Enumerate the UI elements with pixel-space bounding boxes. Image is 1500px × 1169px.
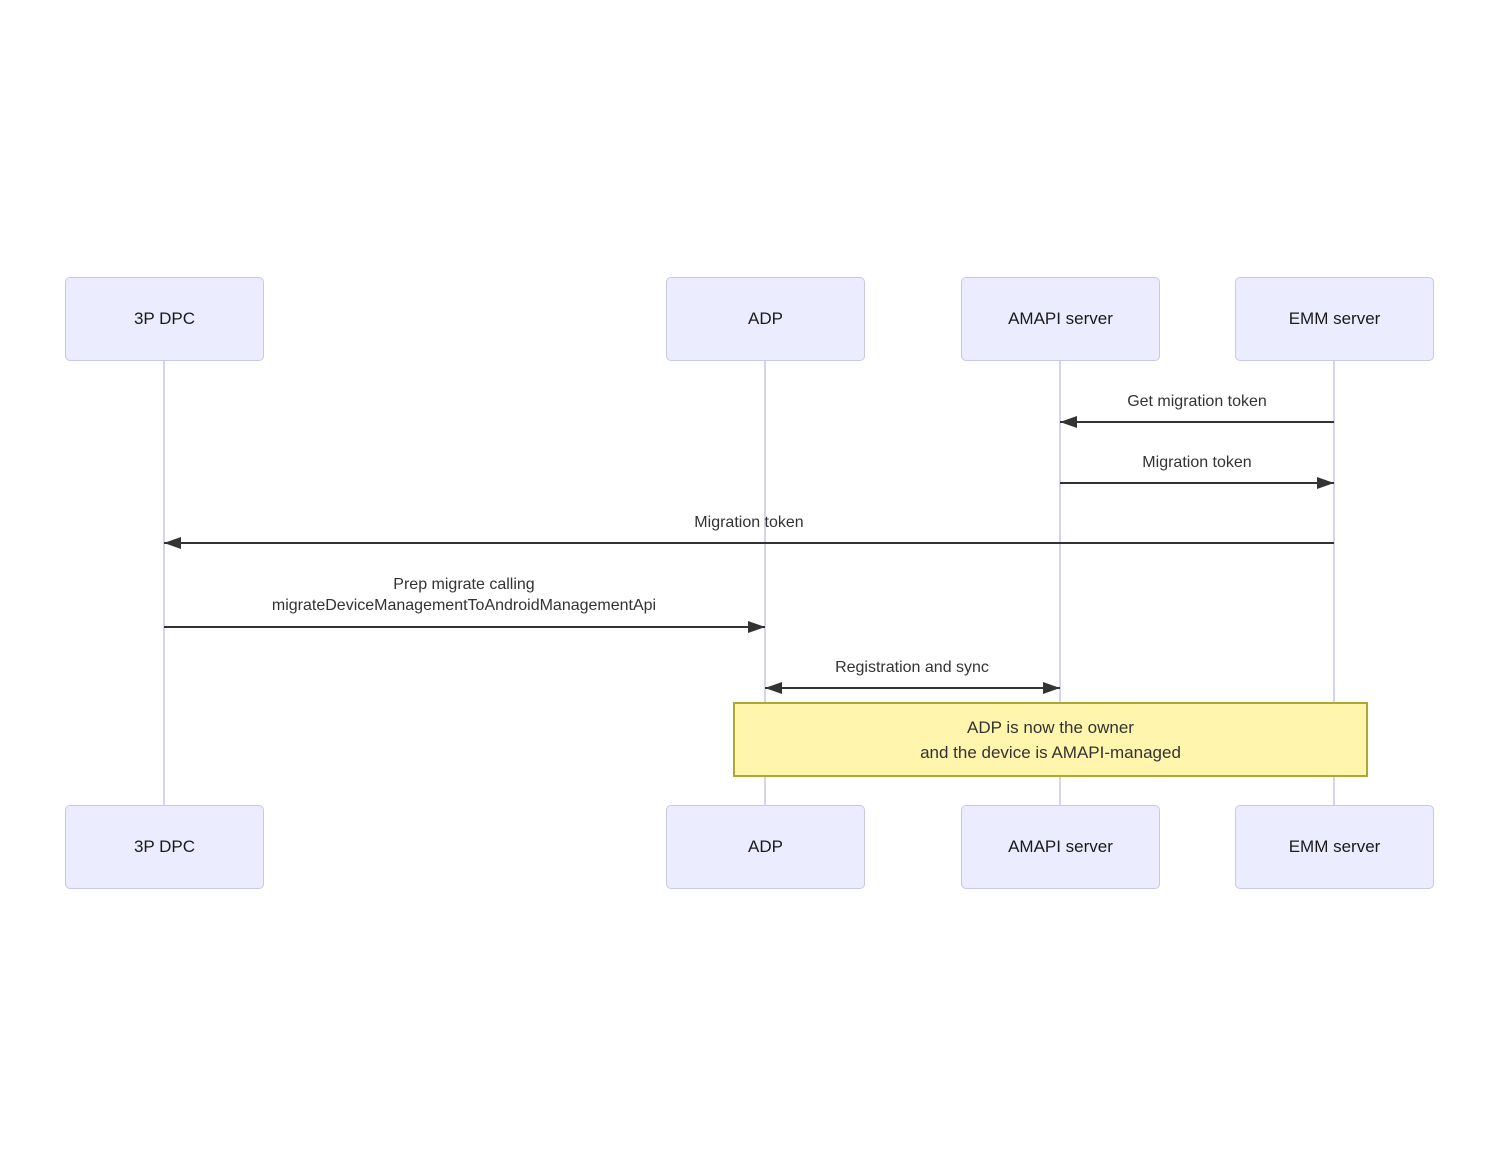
label-get-migration-token: Get migration token bbox=[1127, 393, 1267, 410]
actor-label: ADP bbox=[748, 309, 783, 328]
arrow-registration-and-sync bbox=[765, 682, 1060, 694]
actor-label: AMAPI server bbox=[1008, 837, 1113, 856]
label-migration-token-to-3p-dpc: Migration token bbox=[694, 514, 804, 531]
label-registration-and-sync: Registration and sync bbox=[835, 659, 989, 676]
actor-top-adp: ADP bbox=[666, 277, 865, 361]
actor-bottom-3p-dpc: 3P DPC bbox=[65, 805, 264, 889]
actor-label: EMM server bbox=[1288, 837, 1381, 856]
actor-top-3p-dpc: 3P DPC bbox=[65, 277, 264, 361]
arrow-migration-token-to-3p-dpc bbox=[164, 537, 1334, 549]
actor-label: 3P DPC bbox=[133, 837, 196, 856]
actor-label: AMAPI server bbox=[1008, 309, 1113, 328]
arrow-migration-token-to-emm bbox=[1060, 477, 1334, 489]
lifeline-3p-dpc bbox=[163, 361, 165, 805]
actor-label: EMM server bbox=[1288, 309, 1381, 328]
actor-bottom-amapi-server: AMAPI server bbox=[961, 805, 1160, 889]
lifeline-adp bbox=[764, 361, 766, 805]
actor-label: 3P DPC bbox=[133, 309, 196, 328]
arrow-prep-migrate bbox=[164, 621, 765, 633]
actor-bottom-adp: ADP bbox=[666, 805, 865, 889]
actor-bottom-emm-server: EMM server bbox=[1235, 805, 1434, 889]
arrow-get-migration-token bbox=[1060, 416, 1334, 428]
lifeline-amapi-server bbox=[1059, 361, 1061, 805]
label-migration-token-to-emm: Migration token bbox=[1142, 454, 1252, 471]
note-adp-now-owner: ADP is now the owner and the device is A… bbox=[733, 702, 1368, 777]
label-prep-migrate: Prep migrate calling migrateDeviceManage… bbox=[271, 576, 657, 614]
actor-top-amapi-server: AMAPI server bbox=[961, 277, 1160, 361]
actor-top-emm-server: EMM server bbox=[1235, 277, 1434, 361]
lifeline-emm-server bbox=[1333, 361, 1335, 805]
actor-label: ADP bbox=[748, 837, 783, 856]
